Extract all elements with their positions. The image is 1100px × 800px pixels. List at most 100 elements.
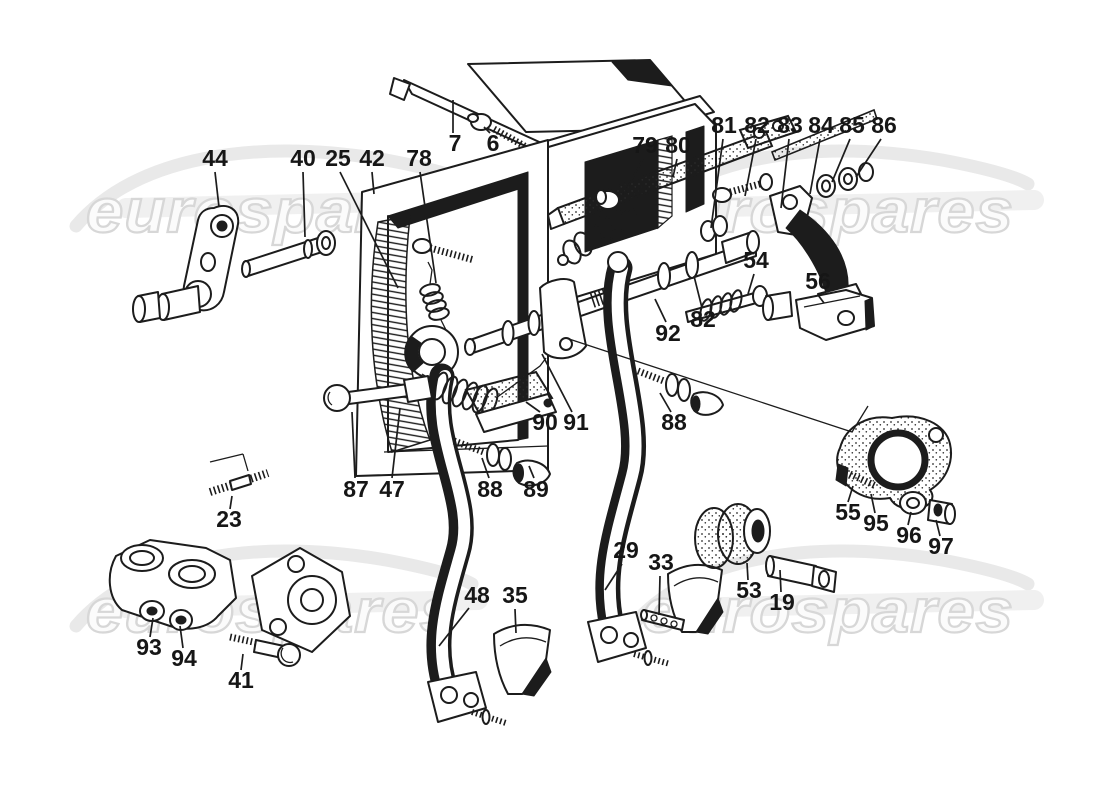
leader-line-41 xyxy=(240,653,244,671)
part-label-35: 35 xyxy=(502,582,528,608)
leader-line-87 xyxy=(351,411,356,479)
part-label-91: 91 xyxy=(563,409,589,435)
boot-53 xyxy=(694,503,771,569)
leader-line-29 xyxy=(604,563,623,591)
part-label-25: 25 xyxy=(325,145,351,171)
part-label-92: 92 xyxy=(655,320,681,346)
leader-line-94 xyxy=(179,625,184,649)
part-label-19: 19 xyxy=(769,589,795,615)
part-label-23: 23 xyxy=(216,506,242,532)
leader-line-56 xyxy=(817,294,825,304)
return-spring xyxy=(557,207,637,266)
part-label-88: 88 xyxy=(477,476,503,502)
leader-line-40 xyxy=(302,171,306,238)
leader-line-88 xyxy=(481,457,490,479)
leader-line-78 xyxy=(419,171,437,284)
leader-line-84 xyxy=(809,138,821,195)
leader-line-53 xyxy=(746,562,749,581)
part-label-87: 87 xyxy=(343,476,369,502)
bar-end-cap xyxy=(389,77,411,101)
pin-33 xyxy=(640,609,685,631)
pointer-line xyxy=(209,453,244,463)
fasteners-93-94-41 xyxy=(139,600,301,667)
pointer-line xyxy=(565,337,853,433)
part-label-7: 7 xyxy=(449,130,462,156)
part-label-78: 78 xyxy=(406,145,432,171)
part-label-56: 56 xyxy=(805,268,831,294)
part-label-79: 79 xyxy=(632,132,658,158)
leader-line-90 xyxy=(525,401,541,413)
right-pedal xyxy=(587,251,671,667)
pin-40 xyxy=(241,230,336,278)
leader-line-54 xyxy=(747,273,755,295)
part-label-53: 53 xyxy=(736,577,762,603)
pedal-pad-35 xyxy=(493,623,552,697)
pedal-pad-right xyxy=(667,563,724,635)
part-label-86: 86 xyxy=(871,112,897,138)
leader-line-80 xyxy=(672,158,678,178)
leader-line-81 xyxy=(710,138,724,229)
bolt-6 xyxy=(467,113,530,152)
leader-line-97 xyxy=(935,519,941,537)
leader-line-42 xyxy=(371,171,375,195)
part-label-80: 80 xyxy=(665,132,691,158)
part-label-42: 42 xyxy=(359,145,385,171)
part-label-97: 97 xyxy=(928,533,954,559)
flange-55 xyxy=(835,415,956,525)
part-label-88: 88 xyxy=(661,409,687,435)
bolt-88-upper xyxy=(636,367,724,416)
part-label-82: 82 xyxy=(690,306,716,332)
part-label-48: 48 xyxy=(464,582,490,608)
plate-shadow xyxy=(611,59,673,87)
part-label-6: 6 xyxy=(487,130,500,156)
leader-line-35 xyxy=(514,608,517,634)
pointer-lines xyxy=(209,337,869,472)
leader-line-91 xyxy=(541,353,573,413)
part-label-54: 54 xyxy=(743,247,769,273)
part-label-41: 41 xyxy=(228,667,254,693)
rod-54 xyxy=(685,285,793,323)
lever-44 xyxy=(132,205,240,323)
nut-97 xyxy=(927,499,956,525)
leader-line-96 xyxy=(907,511,912,526)
leader-line-19 xyxy=(779,569,782,593)
diagram-drawing xyxy=(108,59,956,726)
leader-line-95 xyxy=(870,493,876,514)
pointer-line xyxy=(242,453,249,472)
leader-line-88 xyxy=(659,392,672,413)
part-label-40: 40 xyxy=(290,145,316,171)
leader-line-25 xyxy=(339,171,399,289)
leader-line-23 xyxy=(229,495,233,510)
leader-line-85 xyxy=(831,138,851,183)
leader-line-82 xyxy=(693,275,703,309)
part-label-82: 82 xyxy=(744,112,770,138)
leader-line-79 xyxy=(623,158,644,195)
part-label-44: 44 xyxy=(202,145,228,171)
part-label-94: 94 xyxy=(171,645,197,671)
part-label-55: 55 xyxy=(835,499,861,525)
part-label-96: 96 xyxy=(896,522,922,548)
bolt-79 xyxy=(595,184,651,210)
clevis-56 xyxy=(795,289,875,341)
bolt-81 xyxy=(700,173,773,242)
leader-line-55 xyxy=(847,485,854,503)
leader-line-48 xyxy=(438,607,470,647)
leader-line-92 xyxy=(654,298,667,323)
pointer-line xyxy=(851,405,869,433)
part-label-33: 33 xyxy=(648,549,674,575)
part-label-89: 89 xyxy=(523,476,549,502)
part-label-90: 90 xyxy=(532,409,558,435)
leader-line-83 xyxy=(780,138,790,209)
leader-line-82 xyxy=(744,138,757,197)
part-label-83: 83 xyxy=(777,112,803,138)
leader-line-6 xyxy=(483,126,491,134)
spring-78 xyxy=(412,238,475,331)
part-label-47: 47 xyxy=(379,476,405,502)
rod-87 xyxy=(323,375,433,412)
part-label-93: 93 xyxy=(136,634,162,660)
left-pedal xyxy=(404,325,507,726)
part-label-95: 95 xyxy=(863,510,889,536)
